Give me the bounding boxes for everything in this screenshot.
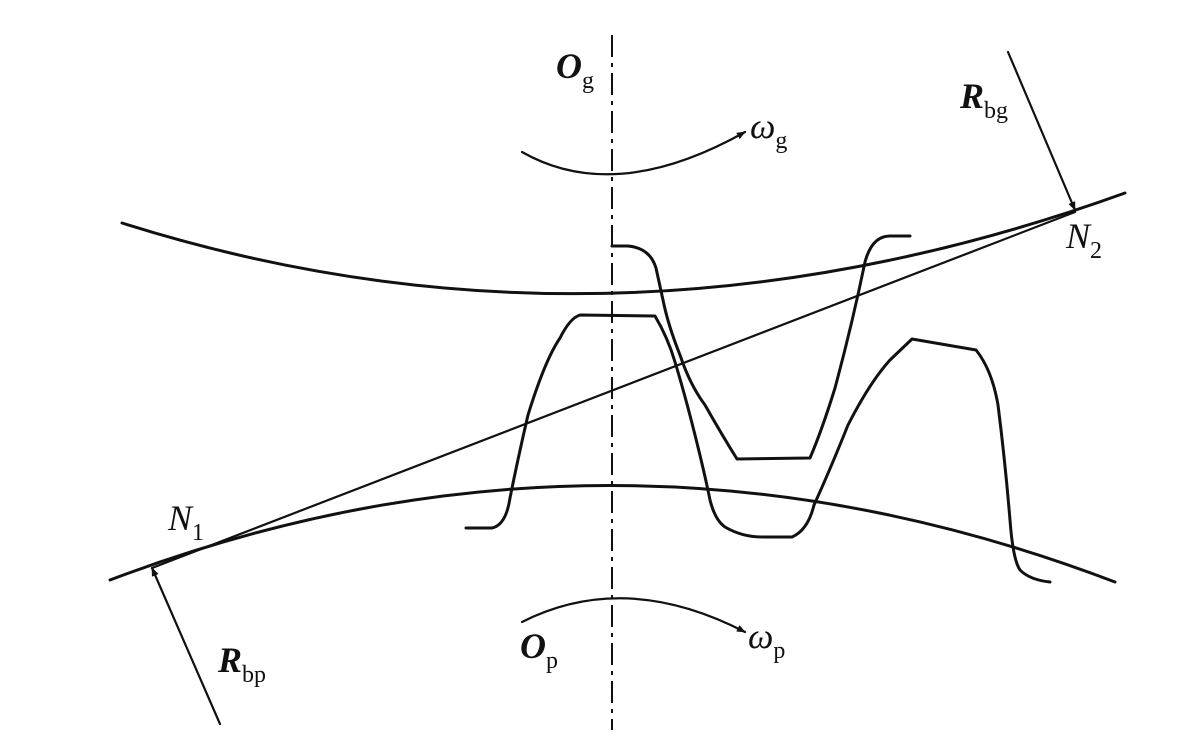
gear-teeth-profile (610, 234, 912, 461)
label-gear-center: Og (556, 46, 594, 94)
label-pinion-center: Op (520, 626, 558, 674)
r-bp-leader-arrow (150, 566, 222, 726)
label-point-n1: N1 (167, 498, 204, 546)
pinion-teeth-profile (464, 313, 1052, 584)
pinion-base-circle (108, 484, 1117, 584)
line-of-action (150, 210, 1077, 570)
label-gear-base-radius: Rbg (959, 76, 1008, 124)
label-pinion-base-radius: Rbp (217, 640, 266, 688)
r-bg-leader-arrow (1006, 50, 1077, 212)
omega-p-rotation-arrow (520, 597, 747, 634)
gear-base-circle (120, 191, 1127, 296)
omega-g-rotation-arrow (520, 130, 747, 176)
label-gear-omega: ωg (750, 106, 787, 154)
label-point-n2: N2 (1065, 216, 1102, 264)
label-pinion-omega: ωp (748, 616, 785, 664)
